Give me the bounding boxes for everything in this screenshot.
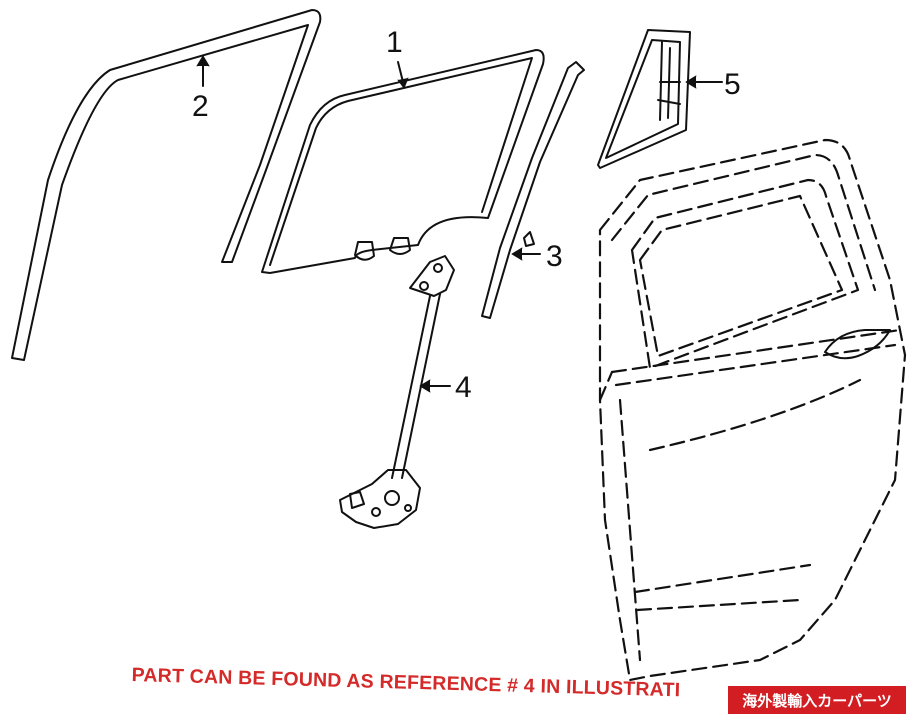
quarter-glass bbox=[597, 29, 691, 169]
callout-4: 4 bbox=[455, 371, 472, 404]
callout-5: 5 bbox=[724, 68, 741, 101]
rear-door-shell bbox=[598, 138, 907, 682]
door-handle bbox=[824, 329, 891, 360]
callout-3: 3 bbox=[546, 240, 563, 273]
callout-1: 1 bbox=[386, 26, 403, 59]
callout-arrows bbox=[196, 55, 723, 393]
door-glass bbox=[261, 49, 545, 274]
window-regulator bbox=[339, 255, 455, 529]
glass-mount-tab-right bbox=[389, 237, 411, 255]
rear-channel bbox=[481, 61, 585, 319]
glass-run-channel bbox=[11, 9, 322, 361]
glass-mount-tab-left bbox=[354, 241, 375, 261]
brand-badge: 海外製輸入カーパーツ bbox=[728, 686, 906, 714]
callout-2: 2 bbox=[192, 90, 209, 123]
